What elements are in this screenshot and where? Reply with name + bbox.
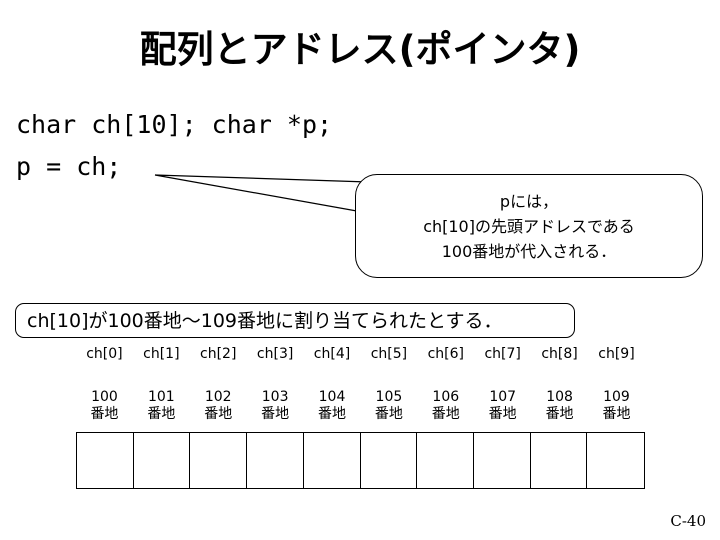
array-index-label: ch[2] bbox=[200, 346, 237, 362]
memory-address-number: 108 bbox=[546, 389, 573, 405]
memory-address-unit: 番地 bbox=[204, 406, 233, 422]
callout-line-3: 100番地が代入される． bbox=[441, 241, 617, 261]
memory-address-unit: 番地 bbox=[488, 406, 517, 422]
memory-address-number: 109 bbox=[603, 389, 630, 405]
memory-cell bbox=[77, 433, 134, 488]
array-index-label: ch[4] bbox=[313, 346, 351, 362]
array-index-label: ch[1] bbox=[143, 346, 180, 362]
memory-cell bbox=[190, 433, 248, 488]
code-line-declaration: char ch[10]; char *p; bbox=[16, 110, 333, 139]
memory-address-number: 102 bbox=[204, 389, 232, 405]
memory-address-unit: 番地 bbox=[374, 406, 403, 422]
memory-address-unit: 番地 bbox=[318, 406, 346, 422]
array-index-label: ch[7] bbox=[484, 346, 521, 362]
callout-line-1: pには， bbox=[499, 191, 559, 211]
memory-cell bbox=[473, 433, 531, 488]
memory-address-number: 107 bbox=[489, 389, 517, 405]
memory-address-unit: 番地 bbox=[602, 406, 631, 422]
memory-cell bbox=[247, 433, 304, 488]
memory-address-unit: 番地 bbox=[90, 406, 119, 422]
memory-address-number: 105 bbox=[375, 389, 403, 405]
callout-bubble: pには， ch[10]の先頭アドレスである 100番地が代入される． bbox=[355, 174, 703, 278]
assumption-note-text: ch[10]が100番地～109番地に割り当てられたとする． bbox=[27, 309, 503, 332]
array-index-label: ch[9] bbox=[598, 346, 635, 362]
memory-address-unit: 番地 bbox=[147, 406, 176, 422]
array-index-label: ch[3] bbox=[256, 346, 294, 362]
memory-address-number: 101 bbox=[147, 389, 175, 405]
memory-cell-row bbox=[76, 432, 645, 489]
memory-address-unit: 番地 bbox=[431, 406, 460, 422]
array-index-label: ch[5] bbox=[370, 346, 408, 362]
memory-cell bbox=[133, 433, 191, 488]
code-line-assignment: p = ch; bbox=[16, 152, 122, 181]
memory-cell bbox=[360, 433, 418, 488]
memory-layout-diagram: ch[0] ch[1] ch[2] ch[3] ch[4] ch[5] ch[6] ch[7]… bbox=[76, 345, 645, 489]
memory-address-number: 106 bbox=[432, 389, 460, 405]
memory-cell bbox=[587, 433, 645, 488]
page-title: 配列とアドレス(ポインタ) bbox=[139, 28, 581, 71]
memory-address-unit: 番地 bbox=[261, 406, 290, 422]
page-number: C-40 bbox=[670, 512, 706, 530]
memory-address-number: 104 bbox=[318, 389, 346, 405]
memory-address-number: 100 bbox=[91, 389, 118, 405]
array-index-label: ch[6] bbox=[427, 346, 464, 362]
memory-address-unit: 番地 bbox=[545, 406, 574, 422]
memory-cell bbox=[417, 433, 474, 488]
memory-cell bbox=[303, 433, 361, 488]
array-index-label-row: ch[0] ch[1] ch[2] ch[3] ch[4] ch[5] ch[6] ch[7]… bbox=[76, 345, 645, 363]
callout-line-2: ch[10]の先頭アドレスである bbox=[423, 216, 635, 236]
array-index-label: ch[0] bbox=[86, 346, 123, 362]
assumption-note-box: ch[10]が100番地～109番地に割り当てられたとする． bbox=[15, 303, 575, 338]
memory-cell bbox=[530, 433, 588, 488]
memory-address-number: 103 bbox=[261, 389, 289, 405]
callout-tail-icon bbox=[154, 174, 369, 214]
array-index-label: ch[8] bbox=[541, 346, 578, 362]
